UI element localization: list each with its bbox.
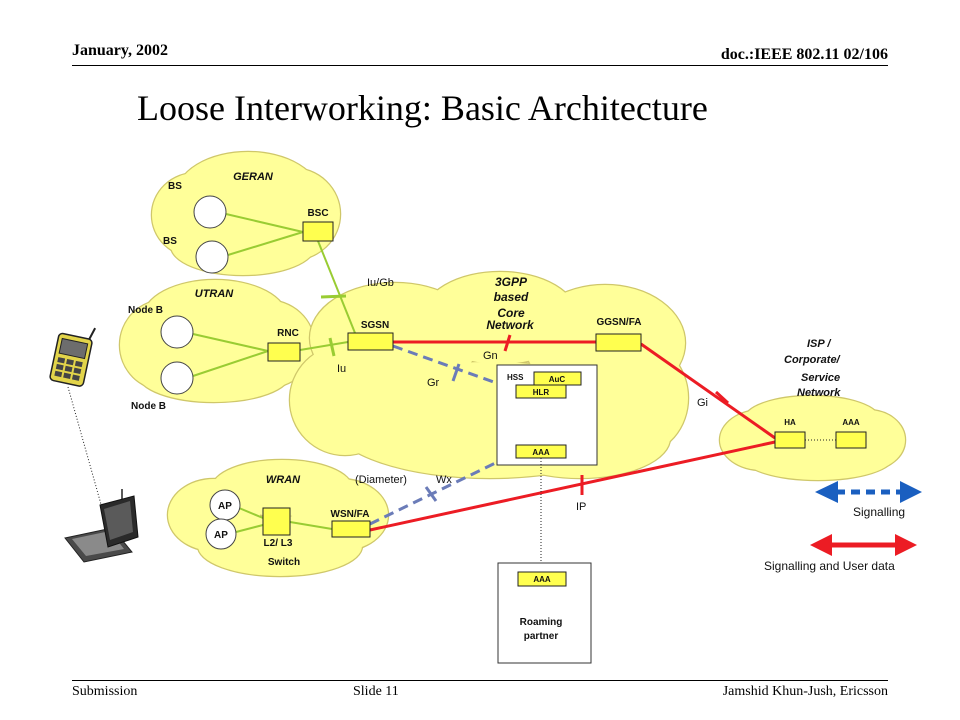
bsc-to-sgsn-link [317,240,356,334]
bsc-label: BSC [307,208,328,219]
diameter-protocol-label: (Diameter) [355,474,407,486]
node-b-top-label: Node B [128,305,163,316]
phone-to-laptop-dotted-link [67,386,107,523]
hlr-label: HLR [533,388,550,397]
core-label-line-1: 3GPP [495,275,528,289]
isp-aaa-label: AAA [842,418,860,427]
sgsn-label: SGSN [361,320,389,331]
isp-aaa-box [835,431,867,449]
slide-title: Loose Interworking: Basic Architecture [137,88,708,128]
footer-author: Jamshid Khun-Jush, Ericsson [722,684,888,699]
gi-interface-label: Gi [697,397,708,409]
iu-gb-interface-label: Iu/Gb [367,277,394,289]
core-label-line-2: based [494,290,529,304]
ha-label: HA [784,418,796,427]
roaming-aaa-box [517,571,567,587]
wsn-to-ha-link [369,440,776,532]
node-b-bottom [160,361,194,395]
ggsn-label: GGSN/FA [596,317,641,328]
bs-bottom-to-bsc-link [227,231,304,256]
iu-interface-label: Iu [337,363,346,375]
gn-interface-tick [503,334,512,352]
bs-bottom-label: BS [163,236,177,247]
legend-signalling-label: Signalling [853,505,905,519]
legend-signalling-user-data-label: Signalling and User data [764,559,895,573]
node-b-bottom-label: Node B [131,401,166,412]
rnc-to-sgsn-link [299,341,349,351]
isp-label-line-4: Network [797,387,841,399]
header-date: January, 2002 [72,42,169,59]
ap-bottom-label: AP [214,530,228,541]
wsn-fa-box [331,520,371,538]
rnc-label: RNC [277,328,299,339]
sgsn-box [347,332,394,351]
isp-label-line-1: ISP / [807,338,832,350]
legend-signalling-arrow [815,481,922,503]
switch-label-line-2: Switch [268,557,300,568]
bs-bottom-node [195,240,229,274]
core-network-cloud [288,270,690,480]
legend-signalling-user-data-arrow [810,534,917,556]
core-label-line-3: Core [497,306,525,320]
ggsn-to-ha-link [640,342,776,440]
isp-label-line-2: Corporate/ [784,354,842,366]
sgsn-to-hlr-link [392,344,517,392]
ggsn-box [595,333,642,352]
bs-top-to-bsc-link [225,213,304,233]
ap-bottom-to-switch-link [235,524,264,533]
geran-label: GERAN [233,171,274,183]
hss-label: HSS [507,373,524,382]
gn-interface-label: Gn [483,350,498,362]
ap-top-label: AP [218,501,232,512]
roaming-label-line-2: partner [524,631,559,642]
roaming-aaa-label: AAA [533,575,551,584]
core-label-line-4: Network [486,318,535,332]
laptop-icon [64,489,139,563]
ha-box [774,431,806,449]
wsn-to-aaa-link [369,451,517,526]
roaming-label-line-1: Roaming [520,617,563,628]
bsc-box [302,221,334,242]
footer-submission: Submission [72,684,138,699]
bs-top-node [193,195,227,229]
node-b-top [160,315,194,349]
gr-interface-label: Gr [427,377,440,389]
iu-interface-tick [328,337,336,357]
wran-label: WRAN [266,474,301,486]
ip-interface-label: IP [576,501,586,513]
l2-l3-switch-box [262,507,291,536]
bs-top-label: BS [168,181,182,192]
switch-to-wsn-link [289,521,333,530]
footer-rule [72,680,888,681]
isp-label-line-3: Service [801,372,840,384]
iu-gb-interface-tick [320,294,347,299]
switch-label-line-1: L2/ L3 [264,538,293,549]
rnc-box [267,342,301,362]
isp-cloud [718,394,907,482]
wx-interface-label: Wx [436,474,452,486]
core-aaa-label: AAA [532,448,550,457]
hlr-box [515,384,567,399]
utran-label: UTRAN [195,288,235,300]
nodeb-top-to-rnc-link [192,333,269,352]
ap-top-to-switch-link [238,507,264,519]
wsn-fa-label: WSN/FA [331,509,370,520]
header-rule [72,65,888,66]
gi-interface-tick [714,390,730,405]
header-doc-id: doc.:IEEE 802.11 02/106 [720,46,888,63]
mobile-phone-icon [49,327,97,387]
footer-slide-number: Slide 11 [353,684,399,699]
ap-bottom-node [205,518,237,550]
wx-interface-tick [424,486,438,502]
auc-label: AuC [549,375,566,384]
gr-interface-tick [451,363,461,382]
nodeb-bottom-to-rnc-link [192,350,269,377]
